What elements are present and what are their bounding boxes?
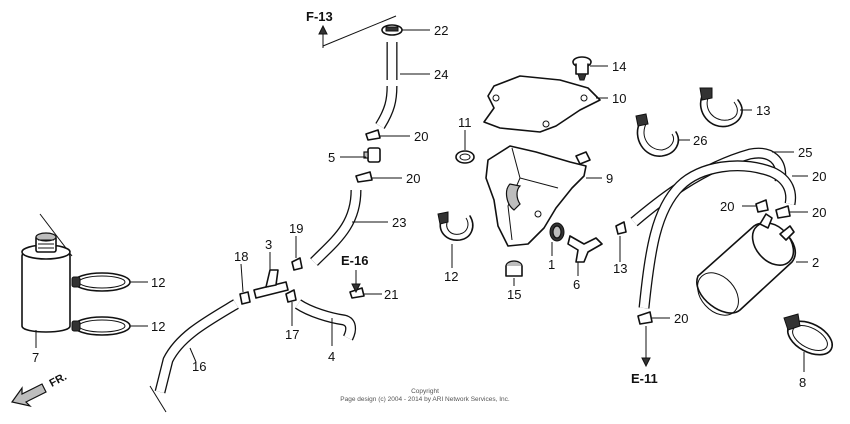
- clip-part-19: [291, 236, 303, 271]
- clip-part-17: [285, 289, 297, 326]
- callout-20: 20: [812, 205, 827, 220]
- callout-12: 12: [444, 269, 459, 284]
- copyright-line-2: Page design (c) 2004 - 2014 by ARI Netwo…: [340, 396, 510, 403]
- clamp-part-22: [381, 24, 430, 36]
- callout-20: 20: [720, 199, 735, 214]
- callout-12: 12: [151, 275, 166, 290]
- callout-18: 18: [234, 249, 249, 264]
- callout-24: 24: [434, 67, 449, 82]
- callout-22: 22: [434, 23, 449, 38]
- callout-21: 21: [384, 287, 399, 302]
- cap-part-15: [505, 260, 523, 286]
- clip-part-20c: [615, 221, 627, 262]
- tube-part-23: [310, 189, 388, 266]
- grommet-part-14: [572, 56, 608, 81]
- callout-20: 13: [613, 261, 628, 276]
- callout-12: 12: [151, 319, 166, 334]
- callout-9: 9: [606, 171, 614, 186]
- clip-part-18: [239, 263, 251, 305]
- callout-14: 14: [612, 59, 627, 74]
- callout-26: 25: [798, 145, 813, 160]
- gasket-part-10: [483, 75, 608, 133]
- callout-1: 1: [548, 257, 556, 272]
- callout-13: 13: [756, 103, 771, 118]
- callout-23: 23: [392, 215, 407, 230]
- tube-part-16: [149, 299, 239, 413]
- band-clamp-part-13b: [699, 87, 752, 128]
- clip-part-20a: [365, 129, 410, 141]
- reference-e11: E-11: [631, 371, 658, 386]
- callout-3: 3: [265, 237, 273, 252]
- tube-part-4: [294, 299, 357, 346]
- clip-part-20b: [355, 171, 402, 183]
- copyright-line-1: Copyright: [411, 388, 439, 395]
- tube-part-24: [375, 42, 430, 129]
- reference-f13: F-13: [306, 9, 333, 24]
- clip-part-20e: [775, 205, 808, 219]
- clip-part-21: [349, 287, 382, 299]
- callout-11: 11: [458, 115, 472, 130]
- band-clamp-part-12c: [437, 211, 474, 268]
- reference-e16: E-16: [341, 253, 369, 268]
- front-arrow-icon: [10, 383, 47, 408]
- reservoir-bottle-part-7: [21, 213, 73, 348]
- callout-10: 10: [612, 91, 627, 106]
- callout-2: 2: [812, 255, 820, 270]
- band-clamp-part-13a: [635, 113, 690, 157]
- tank-bracket-part-9: [485, 145, 602, 247]
- callout-6: 6: [573, 277, 581, 292]
- hose-clamp-part-8: [783, 313, 833, 372]
- canister-part-2: [696, 213, 808, 316]
- e11-reference-mark: [641, 326, 651, 368]
- callout-19: 19: [289, 221, 304, 236]
- elbow-part-6: [567, 235, 603, 276]
- callout-15: 15: [507, 287, 522, 302]
- clamp-part-11: [455, 130, 475, 164]
- callout-5: 5: [328, 150, 336, 165]
- callout-8: 8: [799, 375, 807, 390]
- band-clamp-part-12b: [71, 316, 148, 336]
- e16-reference-mark: [351, 270, 361, 294]
- band-clamp-part-12a: [71, 272, 148, 292]
- f13-reference-mark: [318, 15, 397, 48]
- joint-part-3: [253, 252, 289, 299]
- callout-7: 7: [32, 350, 40, 365]
- clip-part-20d: [742, 199, 769, 213]
- callout-25: 20: [812, 169, 827, 184]
- hose-part-26: [630, 147, 794, 227]
- callout-20: 20: [406, 171, 421, 186]
- valve-part-5: [340, 147, 381, 163]
- clip-part-20f: [637, 311, 670, 325]
- callout-20: 20: [674, 311, 689, 326]
- callout-4: 4: [328, 349, 336, 364]
- callout-20: 20: [414, 129, 429, 144]
- hose-part-25: [638, 160, 808, 309]
- callout-17: 17: [285, 327, 300, 342]
- callout-16: 16: [192, 359, 207, 374]
- grommet-part-1: [549, 222, 565, 256]
- callout-13: 26: [693, 133, 708, 148]
